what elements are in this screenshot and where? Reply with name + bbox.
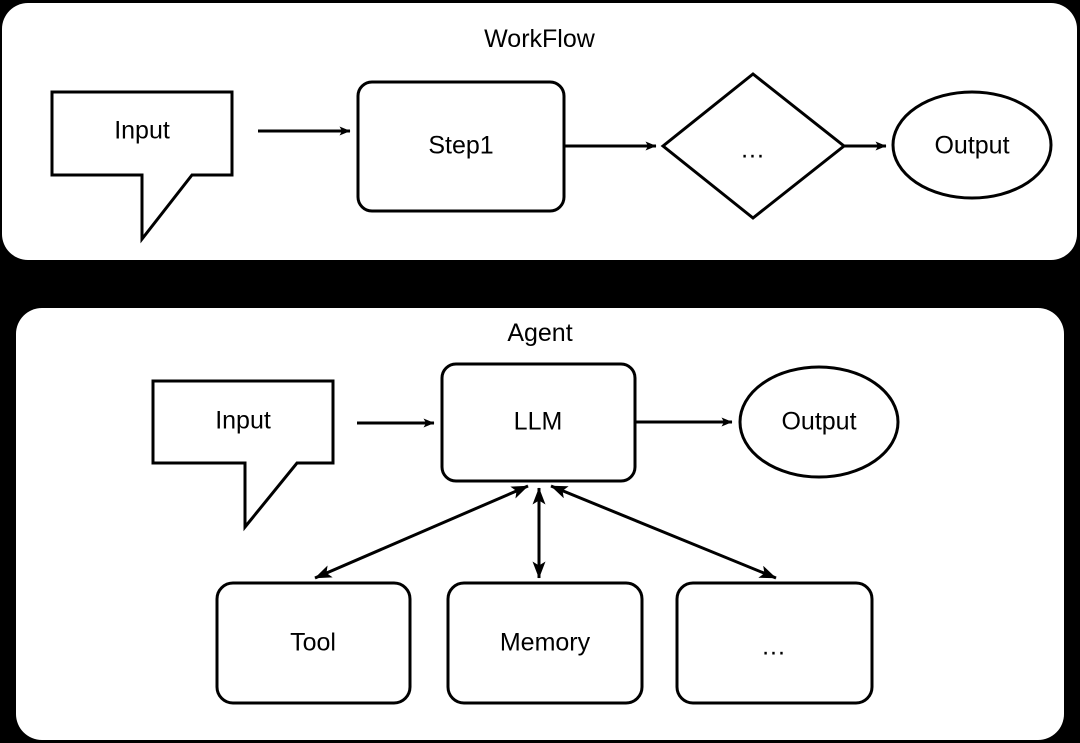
agent-shapes-layer [151, 362, 900, 705]
ag-tool-box-shape [215, 581, 412, 705]
ag-input-callout-shape [151, 379, 335, 532]
ag-more-label: ... [762, 632, 786, 661]
wf-step1-label: Step1 [428, 131, 494, 160]
wf-input-label: Input [114, 116, 170, 145]
ag-more-box-shape [675, 581, 874, 705]
wf-output-ellipse-shape [891, 90, 1053, 200]
wf-input-callout-shape [50, 90, 234, 244]
ag-tool-label: Tool [290, 628, 336, 657]
workflow-panel-title: WorkFlow [484, 25, 595, 53]
agent-panel: Agent [16, 308, 1064, 740]
wf-output-label: Output [934, 131, 1010, 160]
ag-memory-label: Memory [499, 628, 591, 657]
ag-memory-box-shape [446, 581, 644, 705]
agent-panel-title: Agent [507, 319, 573, 347]
workflow-panel: WorkFlow Input Step1 ... Output [2, 3, 1077, 260]
ag-output-label: Output [781, 407, 857, 436]
ag-edge-llm-to-more [550, 484, 777, 580]
ag-output-ellipse-shape [738, 365, 900, 479]
wf-decision-label: ... [741, 135, 765, 164]
ag-llm-label: LLM [513, 407, 563, 436]
ag-input-label: Input [215, 406, 271, 435]
ag-edge-llm-to-tool [314, 484, 529, 580]
workflow-shapes-layer [50, 72, 1053, 244]
